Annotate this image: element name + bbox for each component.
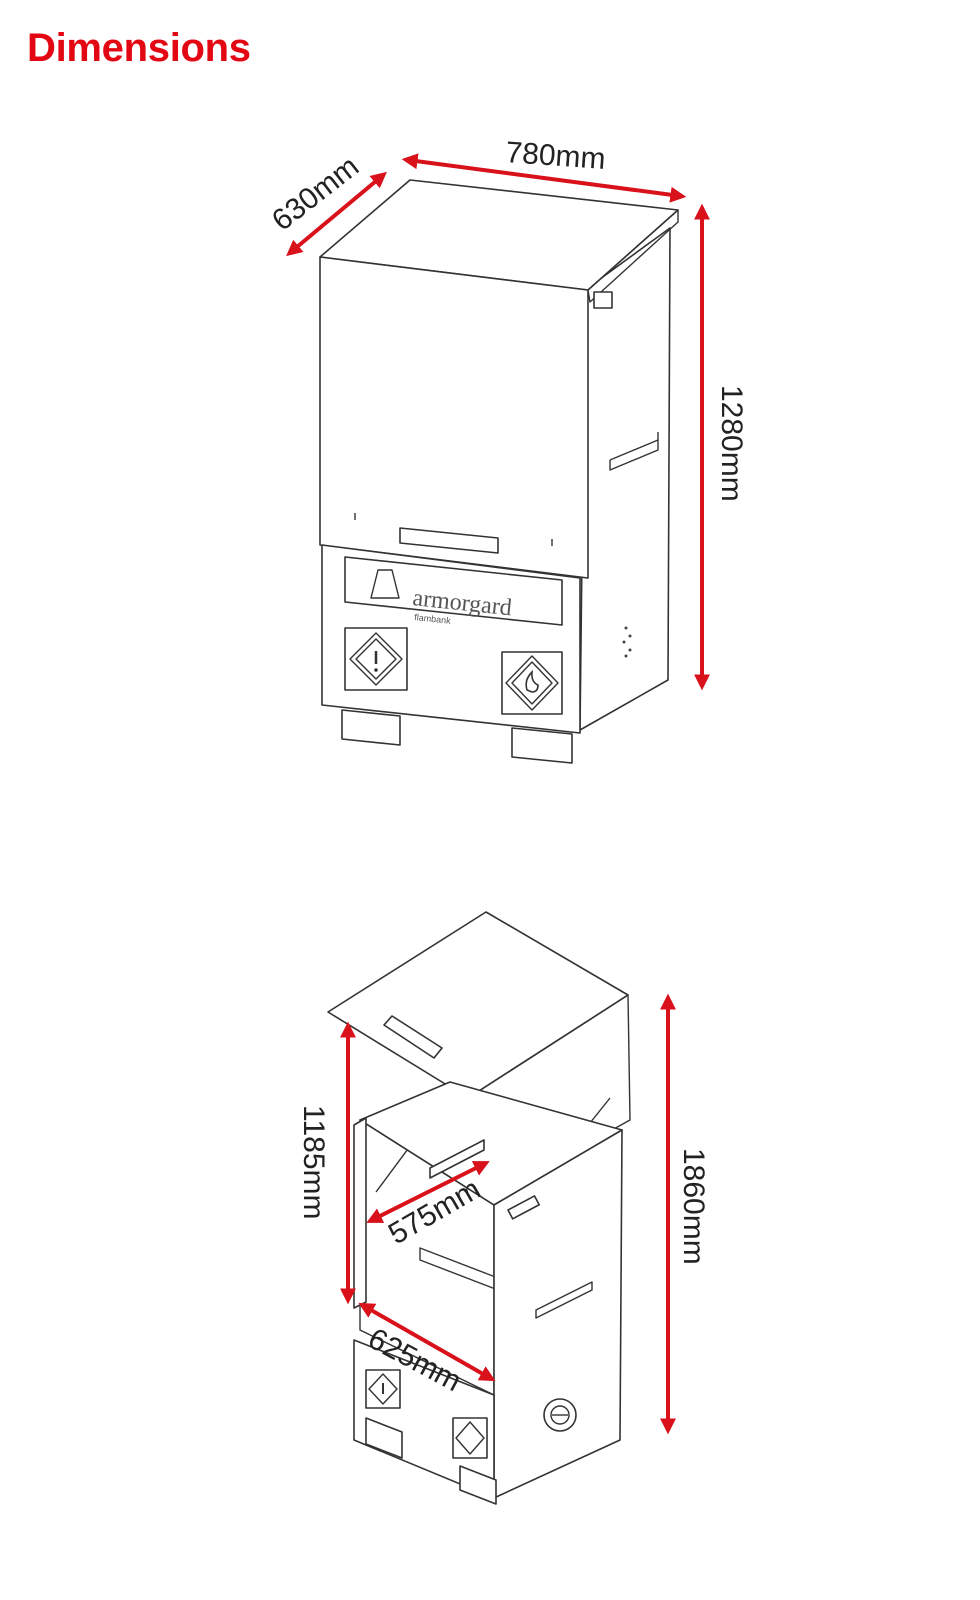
warning-diamond-icon	[365, 1369, 401, 1409]
total-height-label: 1860mm	[677, 1148, 710, 1265]
flammable-diamond-icon	[452, 1417, 488, 1459]
open-cabinet-drawing: 1185mm 1860mm 575mm 625mm	[297, 911, 710, 1505]
product-name: flambank	[414, 612, 452, 626]
depth-arrow	[286, 171, 387, 257]
width-arrow	[401, 153, 687, 203]
round-vent-icon	[543, 1398, 577, 1432]
depth-label: 630mm	[266, 150, 365, 238]
vent-icon	[622, 626, 632, 658]
opening-height-label: 1185mm	[297, 1105, 330, 1220]
warning-diamond-icon	[344, 627, 408, 691]
inner-depth-arrow	[358, 1302, 496, 1382]
page-title: Dimensions	[27, 26, 251, 70]
height-label: 1280mm	[715, 385, 748, 502]
flammable-diamond-icon	[501, 651, 563, 715]
inner-width-arrow	[366, 1161, 490, 1223]
closed-cabinet-drawing: armorgard flambank 630mm 780mm 1280mm	[266, 136, 748, 764]
width-label: 780mm	[505, 136, 607, 176]
inner-width-label: 575mm	[383, 1172, 486, 1251]
